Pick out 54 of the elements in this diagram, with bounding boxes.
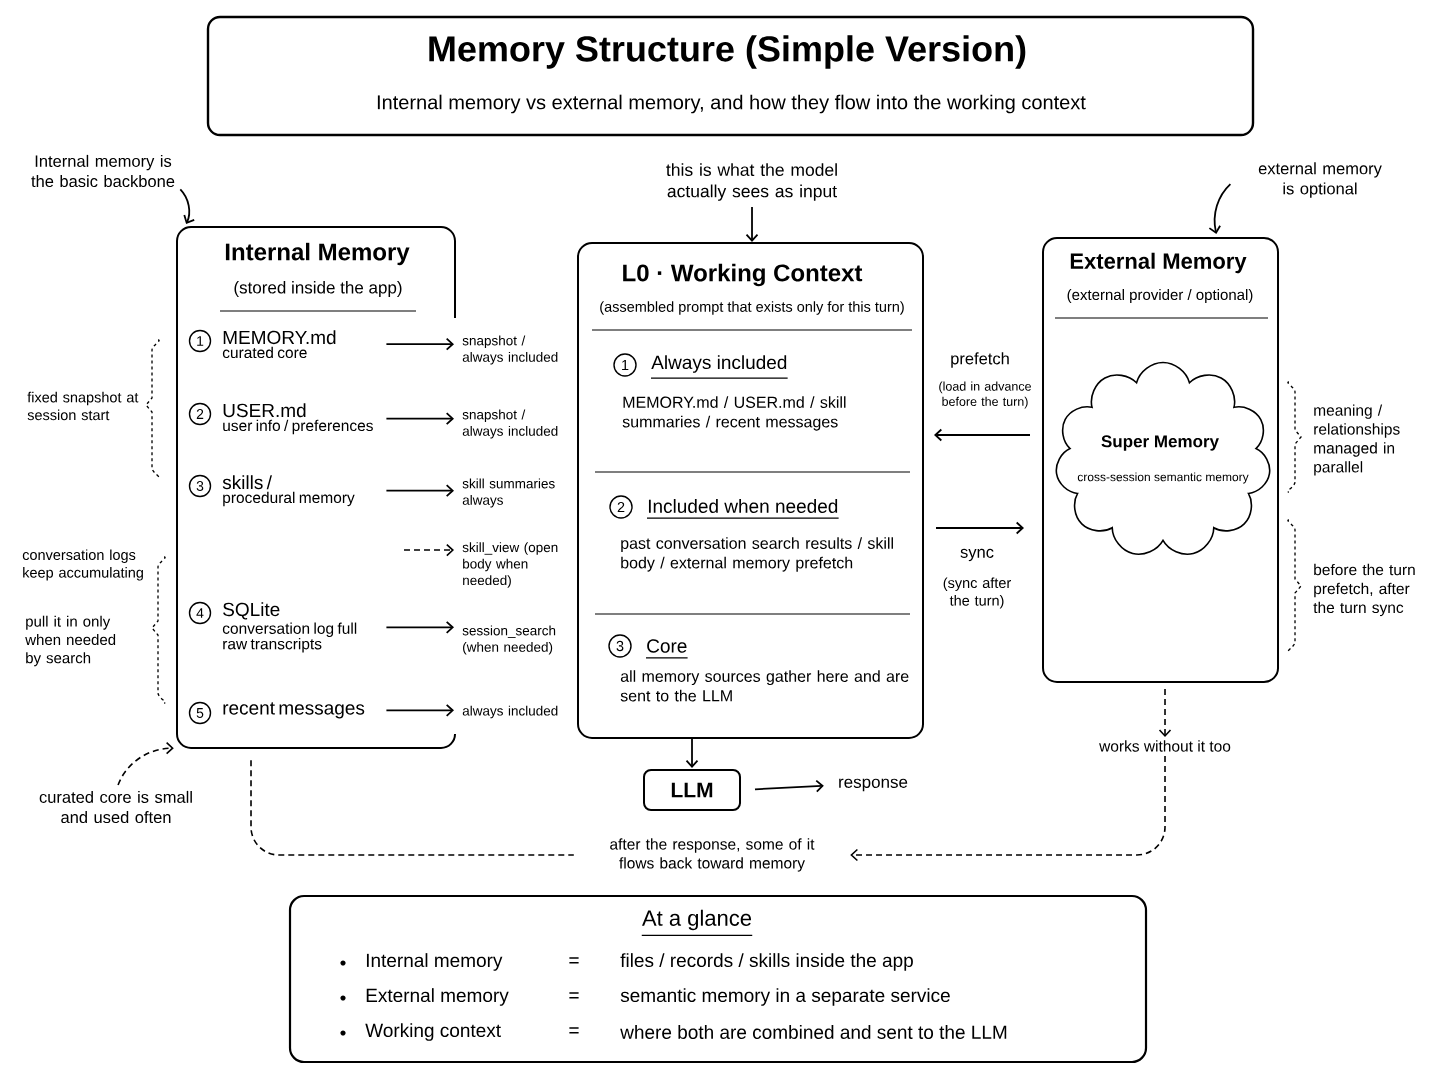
arrow [385, 620, 454, 634]
dashed-arrow [850, 755, 1166, 862]
llm-box: LLM [643, 769, 741, 811]
output-label: response [839, 778, 908, 792]
section-heading: Core [645, 639, 689, 659]
section-text: MEMORY.md / USER.md / skill summaries / recent messages [622, 396, 846, 431]
arrow [745, 206, 759, 242]
arrow [385, 484, 454, 498]
section-text: past conversation search results / skill body / external memory prefetch [621, 537, 893, 572]
item-text: SQLite conversation log full raw transcripts [222, 602, 357, 653]
arrow [385, 703, 454, 717]
dashed-arrow [403, 543, 454, 557]
arrow [385, 337, 454, 351]
side-note: conversation logs keep accumulating [22, 549, 143, 581]
annotation: works without it too [1099, 740, 1231, 752]
item-text: USER.md user info / preferences [223, 403, 373, 435]
summary-box: At a glance Internal memory = files / records / skills inside the app External memory = semantic memory in a separate service Working context = where both are combined and sent to the LLM [288, 894, 1148, 1064]
dashed-connector-line [250, 759, 575, 856]
section-heading: Included when needed [646, 499, 840, 519]
annotation: Internal memory is the basic backbone [31, 154, 175, 188]
item-text: MEMORY.md curated core [222, 330, 336, 359]
annotation: external memory is optional [1258, 162, 1382, 198]
side-note: before the turn prefetch, after the turn sync [1313, 563, 1415, 617]
arrow-note: skill summaries always [462, 478, 555, 508]
arrow [1208, 183, 1232, 235]
arrow [935, 521, 1024, 535]
section-heading: Always included [650, 355, 789, 379]
annotation: after the response, some of it flows back toward memory [610, 838, 815, 872]
arrow-note: skill_view (open body when needed) [462, 542, 558, 588]
annotation: curated core is small and used often [39, 790, 192, 824]
arrow [385, 412, 454, 426]
arrow-note: session_search (when needed) [462, 625, 556, 655]
side-note: (sync after the turn) [943, 577, 1011, 609]
title-box: Memory Structure (Simple Version) Internal memory vs external memory, and how they flow into the working context [206, 15, 1255, 137]
section-text: all memory sources gather here and are sent to the LLM [620, 670, 909, 702]
dashed-arrow [1158, 688, 1172, 738]
edge-label: sync [958, 546, 996, 564]
dashed-arrow [117, 741, 174, 786]
item-text: skills / procedural memory [222, 475, 355, 507]
item-text: recent messages [223, 702, 365, 719]
edge-label: prefetch [948, 350, 1012, 370]
arrow-note: always included [462, 705, 558, 719]
side-note: meaning / relationships managed in parallel [1314, 404, 1400, 476]
arrow [754, 779, 824, 793]
arrow [179, 188, 196, 225]
side-note: (load in advance before the turn) [939, 381, 1031, 409]
side-note: pull it in only when needed by search [25, 615, 116, 667]
arrow-note: snapshot / always included [462, 409, 558, 439]
arrow-note: snapshot / always included [462, 335, 558, 365]
arrow [934, 428, 1031, 442]
annotation: this is what the model actually sees as input [666, 163, 837, 201]
memory-cloud: Super Memory cross-session semantic memory [1055, 361, 1271, 556]
side-note: fixed snapshot at session start [27, 391, 139, 421]
arrow [685, 738, 699, 768]
